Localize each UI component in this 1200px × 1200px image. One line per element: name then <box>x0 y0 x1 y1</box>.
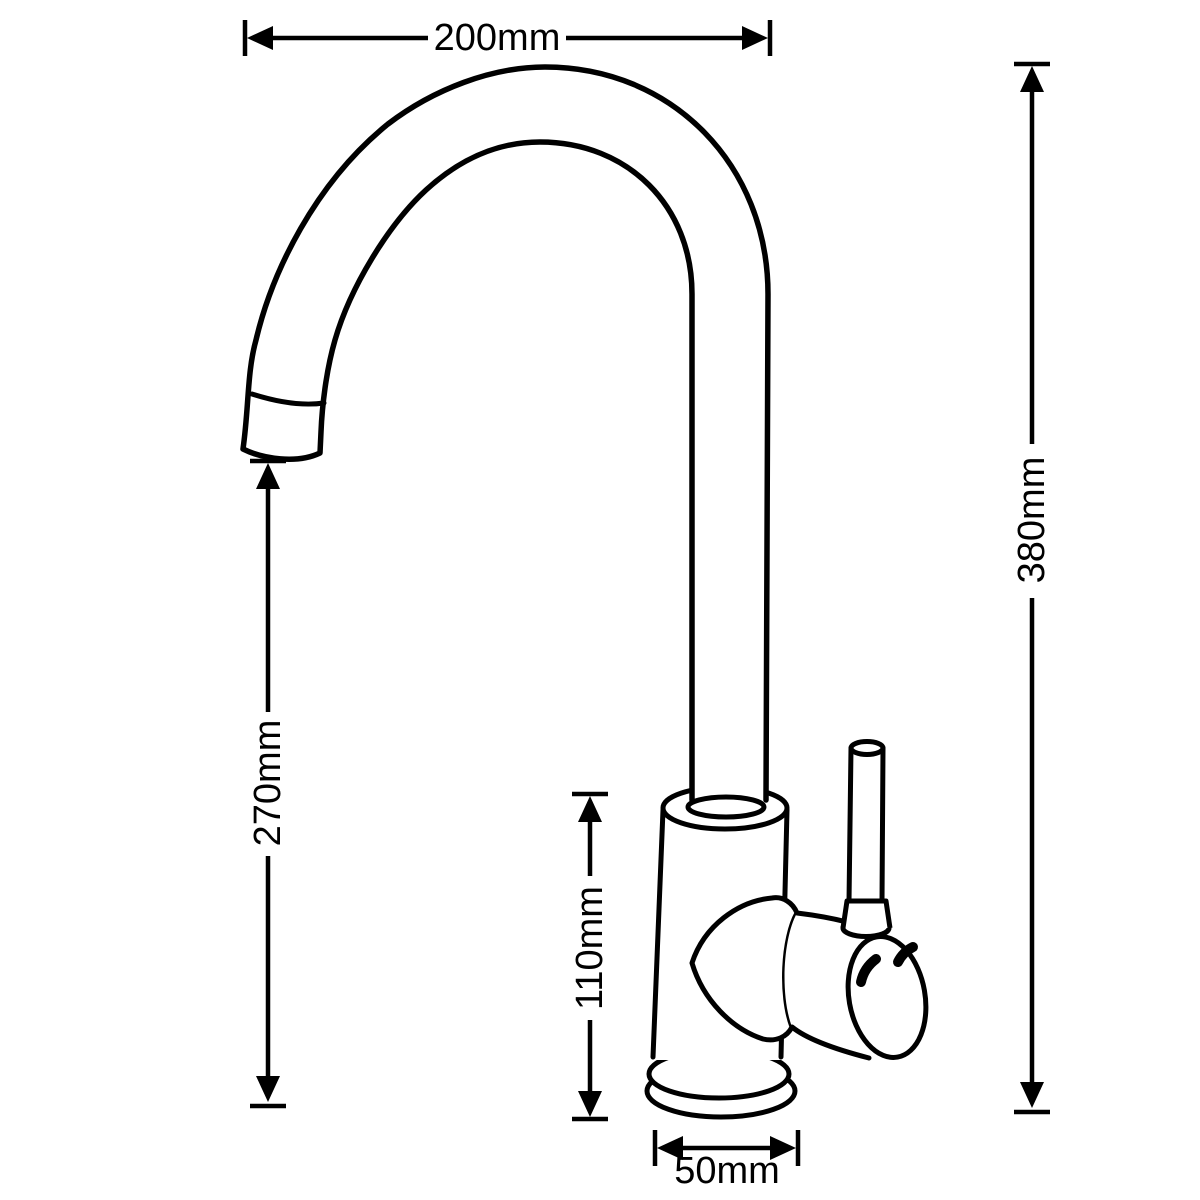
aerator-cap-line <box>249 391 327 407</box>
knob-dash-left <box>856 954 881 987</box>
knob-indicator-dashes <box>856 942 918 987</box>
dimension-overall-height: 380mm <box>1011 61 1053 1115</box>
body-height-label: 110mm <box>569 886 611 1010</box>
pipe-base-collar <box>685 794 767 820</box>
arrow-up-icon <box>1020 66 1044 92</box>
faucet-base-flange <box>644 1047 798 1120</box>
lever-rod-fill <box>849 745 884 903</box>
handle-lever <box>840 739 893 939</box>
arrow-down-icon <box>578 1091 602 1117</box>
overall-height-label: 380mm <box>1011 457 1053 584</box>
base-width-label: 50mm <box>674 1150 780 1192</box>
arrow-right-icon <box>742 26 768 50</box>
spout-reach-label: 200mm <box>434 17 561 59</box>
arrow-up-icon <box>256 463 280 489</box>
dimension-spout-clearance: 270mm <box>247 458 289 1109</box>
arrow-down-icon <box>1020 1082 1044 1108</box>
lever-rod-left-edge <box>846 745 854 905</box>
lever-collar <box>840 898 893 929</box>
lever-rod-top-cap <box>848 739 886 757</box>
arrow-right-icon <box>770 1136 796 1160</box>
arrow-down-icon <box>256 1076 280 1102</box>
arrow-up-icon <box>578 796 602 822</box>
spout-clearance-label: 270mm <box>247 720 289 847</box>
dimension-base-width: 50mm <box>652 1130 801 1192</box>
arrow-left-icon <box>657 1136 683 1160</box>
knob-bottom-edge <box>789 1024 872 1061</box>
lever-rod-right-edge <box>879 745 886 905</box>
body-left-edge <box>650 807 666 1060</box>
dimension-body-height: 110mm <box>569 791 611 1122</box>
knob-dash-right <box>893 942 918 967</box>
gooseneck-spout <box>240 64 771 820</box>
dimension-spout-reach: 200mm <box>242 17 773 59</box>
spout-tube-outline <box>240 64 771 803</box>
valve-assembly <box>689 739 929 1061</box>
arrow-left-icon <box>247 26 273 50</box>
